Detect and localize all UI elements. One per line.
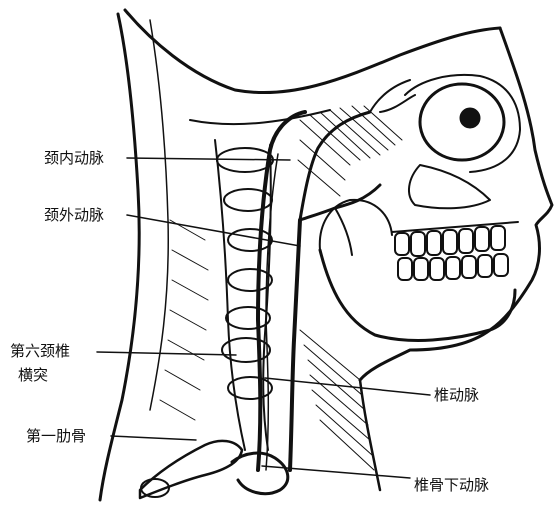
neck-outline xyxy=(100,14,139,500)
skull-top xyxy=(125,10,500,93)
upper-branches xyxy=(370,80,415,112)
leader-first-rib xyxy=(111,436,196,440)
common-carotid xyxy=(290,220,300,470)
neck-muscle-texture xyxy=(160,220,208,420)
label-c6-line2: 横突 xyxy=(18,366,48,384)
upper-teeth xyxy=(392,222,518,256)
label-internal-carotid: 颈内动脉 xyxy=(44,149,104,167)
leader-vertebral xyxy=(265,378,430,395)
label-external-carotid: 颈外动脉 xyxy=(44,206,104,224)
leader-internal-carotid xyxy=(127,158,290,160)
leader-c6 xyxy=(97,352,236,355)
label-c6-line1: 第六颈椎 xyxy=(10,342,70,360)
first-rib xyxy=(140,441,242,498)
label-subclavian: 椎骨下动脉 xyxy=(414,476,489,494)
neck-inner-outline xyxy=(150,20,168,410)
skull-base-line xyxy=(190,110,330,124)
label-first-rib: 第一肋骨 xyxy=(26,427,86,445)
face-profile xyxy=(360,28,552,380)
carotid-branch xyxy=(335,208,352,255)
mandible xyxy=(320,250,515,340)
pupil xyxy=(460,108,480,128)
leader-subclavian xyxy=(262,466,410,478)
leader-external-carotid xyxy=(127,215,300,246)
internal-carotid xyxy=(300,112,370,220)
lower-teeth xyxy=(398,254,508,280)
mandible-ramus xyxy=(320,200,392,250)
label-vertebral-artery: 椎动脉 xyxy=(434,386,479,404)
